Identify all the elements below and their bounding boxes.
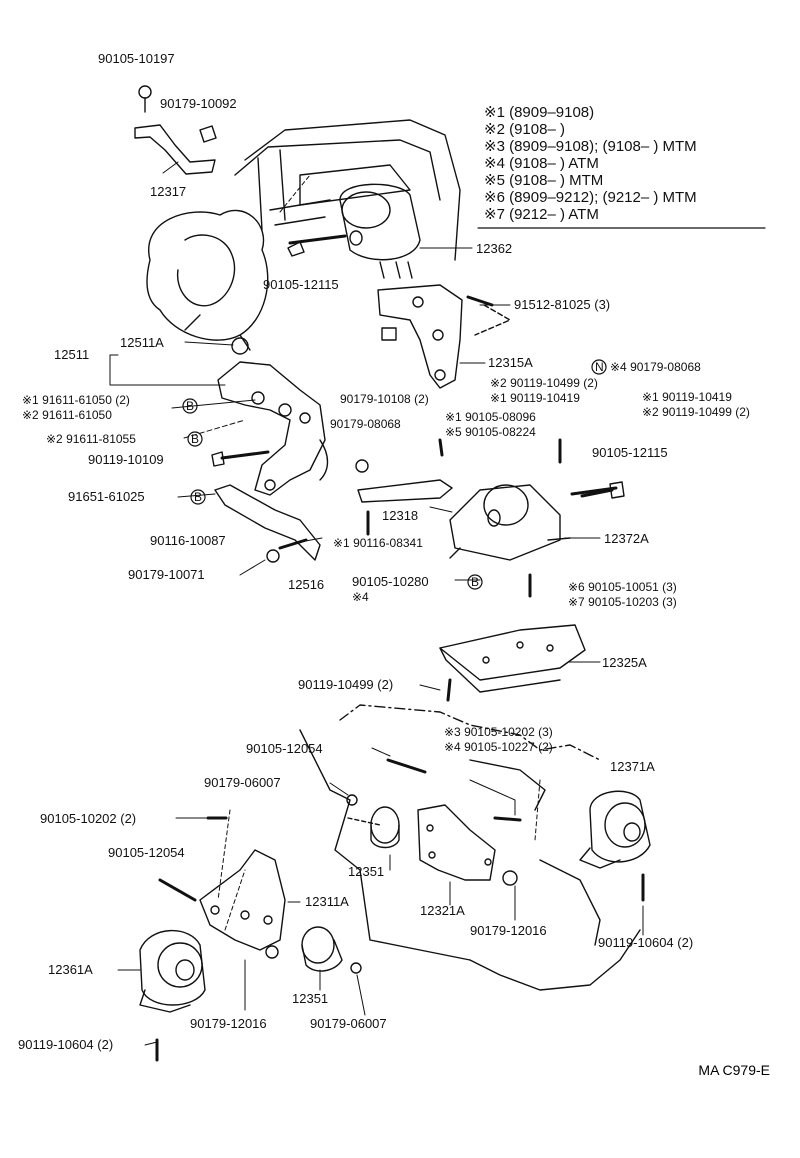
- stay-12516-drawing: [214, 484, 321, 563]
- part-label: ※4 90179-08068: [610, 360, 701, 374]
- mount-12361A-drawing: [139, 929, 206, 1062]
- part-label: 12325A: [602, 655, 647, 670]
- part-label: 12311A: [305, 894, 349, 909]
- part-label: 90119-10109: [88, 452, 164, 467]
- part-label: 12511A: [120, 335, 164, 350]
- part-label: ※1 90119-10419: [490, 391, 580, 405]
- bracket-12318-drawing: [355, 459, 453, 536]
- part-label: 91651-61025: [68, 489, 145, 504]
- mount-12371A-drawing: [579, 790, 651, 902]
- part-label: 90179-12016: [470, 923, 547, 938]
- engine-block-outline: [146, 119, 461, 351]
- part-label: 12371A: [610, 759, 655, 774]
- applicability-legend: ※1 (8909–9108) ※2 (9108– ) ※3 (8909–9108…: [484, 104, 697, 223]
- part-label: 12351: [292, 991, 329, 1006]
- legend-row: ※2 (9108– ): [484, 121, 565, 138]
- part-label: 12361A: [48, 962, 93, 977]
- part-label: 90179-06007: [204, 775, 281, 790]
- part-label: 90179-10092: [160, 96, 237, 111]
- part-label: 12372A: [604, 531, 649, 546]
- mount-12372A-drawing: [449, 438, 625, 561]
- legend-row: ※4 (9108– ) ATM: [484, 155, 599, 172]
- part-label: 12516: [288, 577, 325, 592]
- part-label: 90179-08068: [330, 417, 401, 431]
- part-label: 12318: [382, 508, 419, 523]
- bracket-12311A-drawing: [158, 849, 286, 951]
- part-label: 90105-12054: [108, 845, 185, 860]
- part-label: ※7 90105-10203 (3): [568, 595, 677, 609]
- bracket-12325A-drawing: [439, 573, 586, 702]
- part-label: ※1 90119-10419: [642, 390, 732, 404]
- bracket-12317-drawing: [134, 85, 217, 175]
- part-label: ※3 90105-10202 (3): [444, 725, 553, 739]
- part-label: 90105-10197: [98, 51, 175, 66]
- transmission-outline: [299, 704, 641, 991]
- marker-b-3: B: [194, 490, 203, 504]
- leader-lines: [109, 161, 644, 1046]
- part-label: 90179-06007: [310, 1016, 387, 1031]
- part-label: 90105-12115: [263, 277, 339, 292]
- bracket-12321A-drawing: [417, 804, 522, 886]
- legend-row: ※3 (8909–9108); (9108– ) MTM: [484, 138, 697, 155]
- part-label: 90119-10604 (2): [598, 935, 694, 950]
- part-label: ※2 90119-10499 (2): [642, 405, 750, 419]
- marker-n: N: [595, 360, 604, 374]
- part-label: ※6 90105-10051 (3): [568, 580, 677, 594]
- part-label: ※2 90119-10499 (2): [490, 376, 598, 390]
- part-label: 90119-10604 (2): [18, 1037, 114, 1052]
- part-label: 90105-12054: [246, 741, 323, 756]
- fasteners: [206, 438, 614, 974]
- part-label: 12317: [150, 184, 187, 199]
- part-label: ※1 90116-08341: [333, 536, 423, 550]
- part-label: ※5 90105-08224: [445, 425, 536, 439]
- part-label: 12315A: [488, 355, 533, 370]
- part-label: 12321A: [420, 903, 465, 918]
- part-label: ※1 90105-08096: [445, 410, 536, 424]
- mount-12362-drawing: [287, 183, 421, 279]
- legend-row: ※7 (9212– ) ATM: [484, 206, 599, 223]
- marker-b-4: B: [471, 575, 480, 589]
- part-label: ※1 91611-61050 (2): [22, 393, 130, 407]
- part-label: 90105-10202 (2): [40, 811, 137, 826]
- part-label: 90116-10087: [150, 533, 226, 548]
- part-label: 90105-10280: [352, 574, 429, 589]
- part-label: ※2 91611-81055: [46, 432, 136, 446]
- part-label: 90119-10499 (2): [298, 677, 394, 692]
- legend-row: ※6 (8909–9212); (9212– ) MTM: [484, 189, 697, 206]
- insulator-12351-upper: [370, 806, 400, 849]
- marker-b-2: B: [191, 432, 200, 446]
- bracket-12315A-drawing: [377, 284, 511, 389]
- part-label: 90179-12016: [190, 1016, 267, 1031]
- bracket-12511-drawing: [217, 337, 329, 496]
- circle-markers: [182, 359, 607, 590]
- part-label: 91512-81025 (3): [514, 297, 611, 312]
- legend-row: ※1 (8909–9108): [484, 104, 595, 121]
- part-label: 90179-10071: [128, 567, 205, 582]
- part-label: 12511: [54, 347, 90, 362]
- insulator-12351-lower: [301, 926, 343, 972]
- part-label: ※4: [352, 590, 369, 604]
- part-label: 90179-10108 (2): [340, 392, 429, 406]
- part-label: 90105-12115: [592, 445, 668, 460]
- figure-code: MA C979-E: [698, 1062, 770, 1078]
- part-label: ※4 90105-10227 (2): [444, 740, 553, 754]
- part-label: ※2 91611-61050: [22, 408, 112, 422]
- marker-b-1: B: [186, 399, 195, 413]
- part-label: 12351: [348, 864, 385, 879]
- part-label: 12362: [476, 241, 513, 256]
- legend-row: ※5 (9108– ) MTM: [484, 172, 604, 189]
